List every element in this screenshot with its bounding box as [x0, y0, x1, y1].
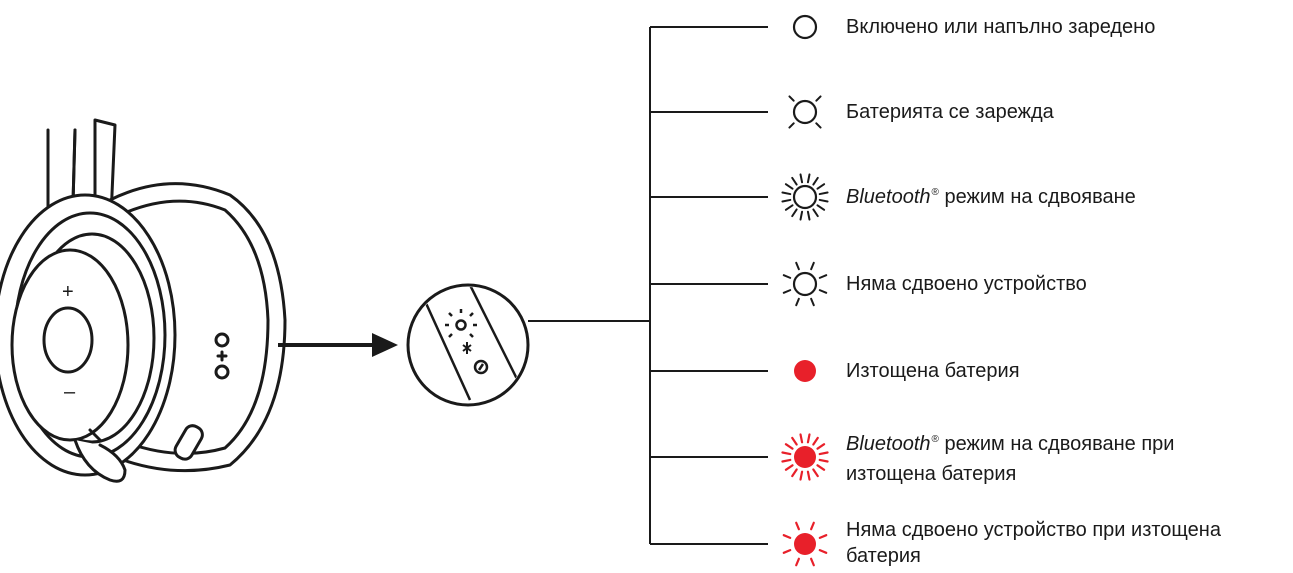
- legend-label: Батерията се зарежда: [846, 99, 1054, 125]
- led-zoom-circle: [406, 283, 530, 407]
- headset-illustration: [0, 118, 287, 483]
- volume-minus-label: –: [64, 381, 76, 403]
- legend-label: Няма сдвоено устройство при изтощена бате…: [846, 517, 1221, 569]
- legend-text-line2: батерия: [846, 545, 921, 567]
- legend-text: режим на сдвояване: [938, 186, 1136, 208]
- legend-text: Включено или напълно заредено: [846, 16, 1156, 38]
- led-red-solid-icon: [794, 360, 816, 382]
- legend-label: Няма сдвоено устройство: [846, 271, 1087, 297]
- registered-mark: ®: [931, 187, 939, 198]
- led-slow-flashing-icon: [782, 261, 828, 307]
- led-red-slow-flashing-icon: [782, 521, 828, 567]
- legend-label: Bluetooth® режим на сдвояване: [846, 184, 1136, 214]
- legend-text-line2: изтощена батерия: [846, 463, 1017, 485]
- led-fast-flashing-icon: [781, 173, 829, 221]
- legend-label: Изтощена батерия: [846, 358, 1020, 384]
- arrow-icon: [278, 333, 398, 357]
- volume-plus-label: +: [62, 281, 74, 303]
- led-off-icon: [792, 14, 818, 40]
- legend-text: Изтощена батерия: [846, 360, 1020, 382]
- legend-text: Батерията се зарежда: [846, 101, 1054, 123]
- legend-label: Включено или напълно заредено: [846, 14, 1155, 40]
- led-pulsing-icon: [788, 95, 822, 129]
- legend-text: Няма сдвоено устройство при изтощена: [846, 519, 1221, 541]
- brand-text: Bluetooth: [846, 186, 931, 208]
- registered-mark: ®: [931, 434, 939, 445]
- legend-text: режим на сдвояване при: [938, 433, 1175, 455]
- legend-label: Bluetooth® режим на сдвояване при изтощен…: [846, 431, 1174, 487]
- brand-text: Bluetooth: [846, 433, 931, 455]
- led-red-fast-flashing-icon: [781, 433, 829, 481]
- legend-icons: [781, 14, 829, 567]
- legend-text: Няма сдвоено устройство: [846, 273, 1087, 295]
- branch-lines: [650, 26, 768, 545]
